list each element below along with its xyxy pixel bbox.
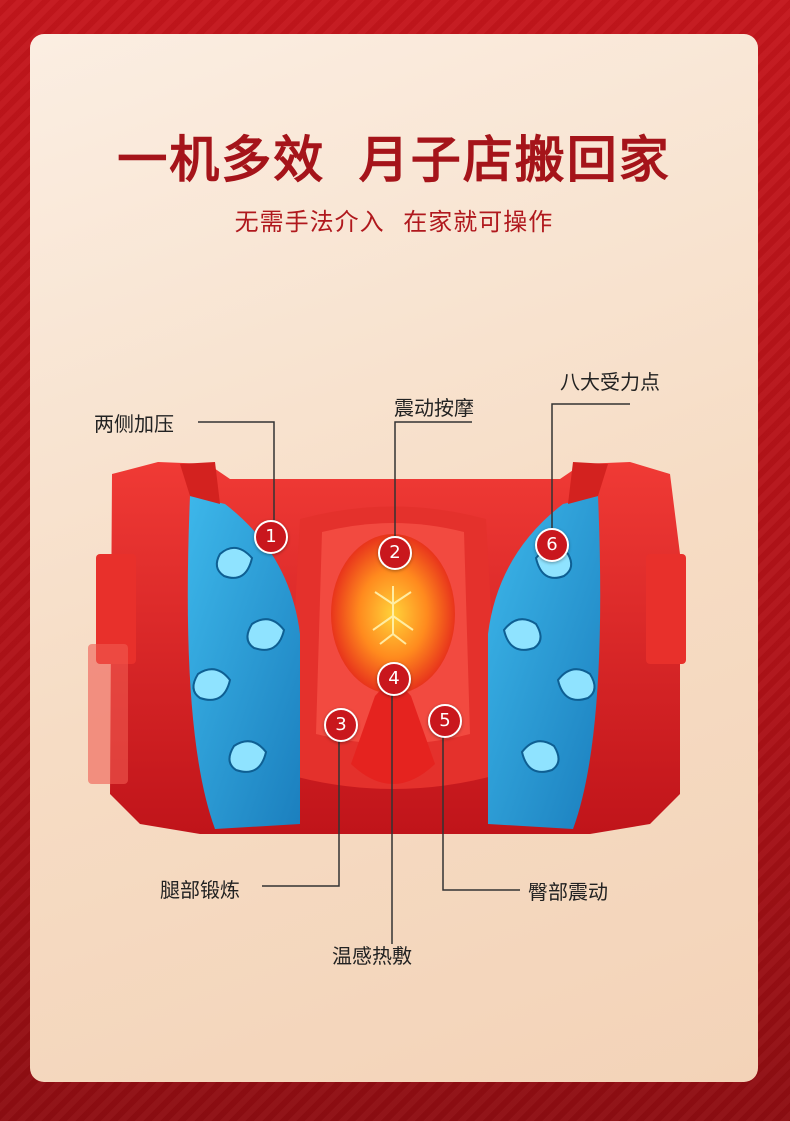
leader-lines (198, 403, 630, 944)
page-title: 一机多效 月子店搬回家 (117, 131, 671, 189)
label-leg-exercise: 腿部锻炼 (160, 878, 240, 902)
label-warm-compress: 温感热敷 (332, 944, 412, 968)
marker-2: 2 (378, 536, 412, 570)
label-hip-vibration: 臀部震动 (528, 880, 608, 904)
marker-1: 1 (254, 520, 288, 554)
marker-3: 3 (324, 708, 358, 742)
marker-5: 5 (428, 704, 462, 738)
page-subtitle: 无需手法介入 在家就可操作 (234, 208, 554, 236)
label-vibration-massage: 震动按摩 (394, 396, 474, 420)
marker-4: 4 (377, 662, 411, 696)
label-both-sides-pressure: 两侧加压 (94, 412, 174, 436)
left-airbags (180, 462, 300, 829)
content-card: 一机多效 月子店搬回家 无需手法介入 在家就可操作 (30, 34, 758, 1082)
label-eight-force-points: 八大受力点 (560, 370, 660, 394)
right-airbags (488, 462, 608, 829)
marker-6: 6 (535, 528, 569, 562)
